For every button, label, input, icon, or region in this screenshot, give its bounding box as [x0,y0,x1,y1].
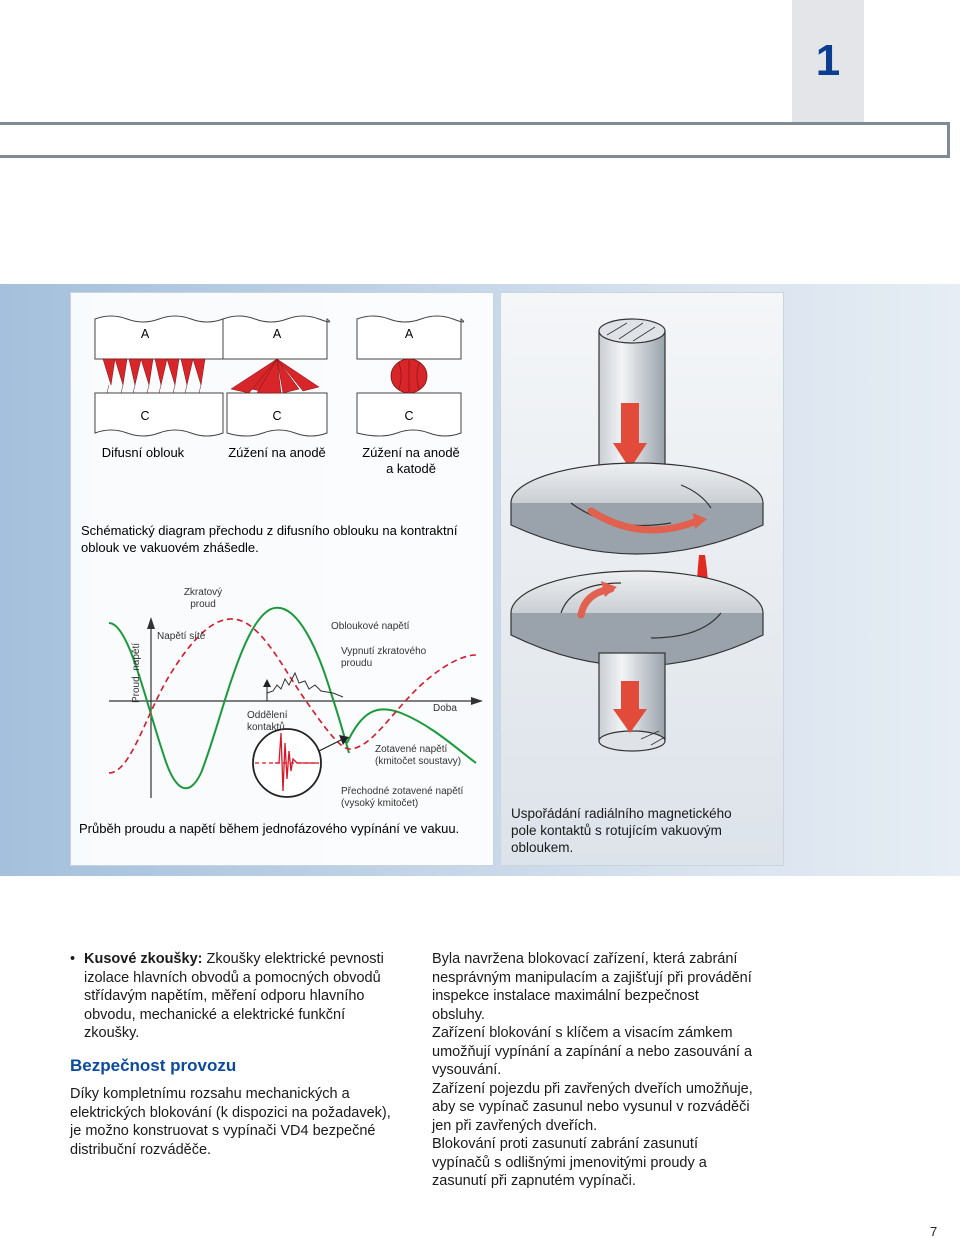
right-line-4: obsluhy. [432,1006,485,1023]
chapter-number: 1 [815,36,841,85]
chapter-tab: 1 [792,0,864,122]
x-axis-title: Doba [433,703,457,714]
contact-caption-line-3: obloukem. [511,840,574,855]
section-heading: Bezpečnost provozu [70,1055,237,1075]
contact-caption-line-2: pole kontaktů s rotujícím vakuovým [511,823,722,838]
figure-panel-right: Uspořádání radiálního magnetického pole … [500,292,784,866]
para-line-4: distribuční rozváděče. [70,1141,212,1158]
arc-caption-line-2: oblouk ve vakuovém zhášedle. [81,540,259,555]
right-line-11: Blokování proti zasunutí zabrání zasunut… [432,1136,698,1152]
label-interruption-2: proudu [341,658,372,669]
bullet-line-1: Zkoušky elektrické pevnosti [202,951,384,967]
label-short-circuit-current-1: Zkratový [184,587,222,598]
label-anode-cathode-constriction: Zúžení na anodě [362,445,460,460]
right-line-5: Zařízení blokování s klíčem a visacím zá… [432,1025,733,1041]
y-axis-title: Proud, napětí [131,643,142,703]
label-contact-separation-1: Oddělení [247,710,288,721]
arrow-down-upper [613,443,647,469]
contact-caption-line-1: Uspořádání radiálního magnetického [511,806,732,821]
short-circuit-current-curve [108,618,477,774]
label-transient-voltage-2: (vysoký kmitočet) [341,798,418,809]
contact-caption: Uspořádání radiálního magnetického pole … [511,805,781,856]
wave-caption: Průběh proudu a napětí během jednofázové… [79,821,459,836]
cathode-label-3: C [404,409,413,423]
left-column: • Kusové zkoušky: Zkoušky elektrické pev… [70,950,415,1159]
right-line-13: zasunutí při zapnutém vypínači. [432,1173,636,1189]
right-line-2: nesprávným manipulacím a zajišťují při p… [432,969,752,986]
figure-panel-left: A A A C C C Difusní oblouk Zúžení na ano… [70,292,494,866]
waveform-chart: Proud, napětí Doba Zkratový proud Napětí… [108,587,483,809]
right-line-3: inspekce instalace maximální bezpečnost [432,988,699,1004]
cathode-label-2: C [272,409,281,423]
arc-diagram-diffuse [94,315,224,437]
label-transient-voltage-1: Přechodné zotavené napětí [341,786,464,797]
label-contact-separation-2: kontaktů [247,721,285,733]
anode-label-3: A [405,327,414,341]
transient-trace [275,732,319,792]
label-anode-constriction: Zúžení na anodě [228,445,326,460]
right-line-7: vysouvání. [432,1062,502,1078]
para-line-3: je možno konstruovat s vypínači VD4 bezp… [70,1123,376,1139]
label-recovery-voltage-1: Zotavené napětí [375,744,447,755]
cathode-label-1: C [140,409,149,423]
bullet-term: Kusové zkoušky: [84,951,203,967]
arc-and-wave-figures: A A A C C C Difusní oblouk Zúžení na ano… [79,315,483,836]
label-recovery-voltage-2: (kmitočet soustavy) [375,756,461,767]
bullet-line-2: izolace hlavních obvodů a pomocných obvo… [84,969,381,986]
right-line-10: jen při zavřených dveřích. [432,1117,598,1134]
arc-voltage-trace [266,671,344,698]
header-rule [0,122,950,158]
label-diffuse-arc: Difusní oblouk [102,445,185,460]
label-arc-voltage: Obloukové napětí [331,621,410,632]
x-axis-arrow [471,697,483,705]
arc-caption-line-1: Schématický diagram přechodu z difusního… [81,523,458,538]
arc-diagram-anode [222,315,331,437]
right-line-12: vypínačů s odlišnými jmenovitými proudy … [432,1154,707,1171]
right-line-6: umožňují vypínání a zapínání a nebo zaso… [432,1043,753,1060]
para-line-1: Díky kompletnímu rozsahu mechanických a [70,1086,350,1102]
label-short-circuit-current-2: proud [190,599,216,610]
bullet-routine-tests: • Kusové zkoušky: Zkoušky elektrické pev… [70,950,415,1043]
bullet-line-4: obvodu, mechanické a elektrické funkční [84,1006,346,1023]
contact-illustration [510,318,764,752]
bullet-line-3: střídavým napětím, měření odporu hlavníh… [84,988,365,1004]
label-anode-cathode-constriction-2: a katodě [386,461,436,476]
safety-paragraph: Díky kompletnímu rozsahu mechanických a … [70,1085,415,1159]
anode-label-1: A [141,327,150,341]
para-line-2: elektrických blokování (k dispozici na p… [70,1104,391,1121]
y-axis-arrow [147,617,155,629]
page-number: 7 [930,1224,938,1239]
right-line-9: aby se vypínač zasunul nebo vysunul v ro… [432,1099,750,1115]
bullet-line-5: zkoušky. [84,1025,140,1041]
arc-diagram-anode-cathode [356,315,465,437]
right-line-8: Zařízení pojezdu při zavřených dveřích u… [432,1080,753,1097]
arrow-down-lower [613,709,647,733]
anode-label-2: A [273,327,282,341]
right-column: Byla navržena blokovací zařízení, která … [432,950,777,1191]
right-line-1: Byla navržena blokovací zařízení, která … [432,951,738,967]
grid-voltage-curve [108,606,350,790]
label-grid-voltage: Napětí sítě [157,631,206,642]
label-interruption-1: Vypnutí zkratového [341,646,427,657]
recovery-voltage-curve [346,708,477,764]
bullet-dot-icon: • [70,951,76,967]
